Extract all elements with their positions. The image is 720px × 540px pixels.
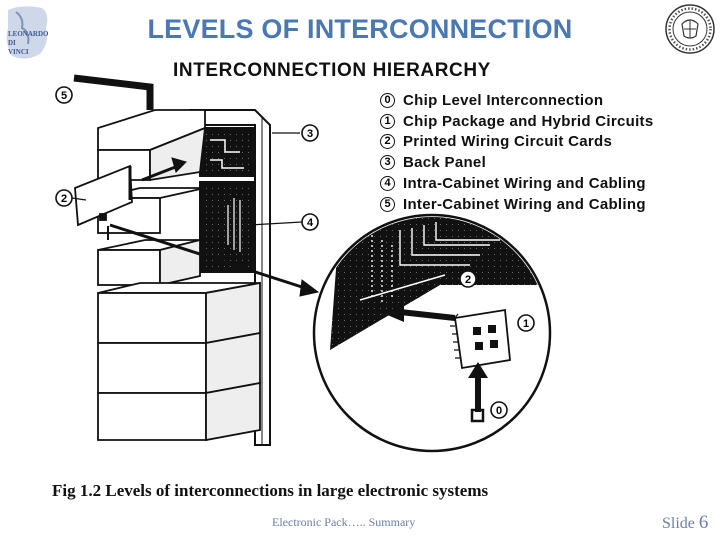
- legend-label: Chip Level Interconnection: [403, 91, 604, 109]
- slide-title: LEVELS OF INTERCONNECTION: [147, 14, 573, 44]
- legend-label: Chip Package and Hybrid Circuits: [403, 112, 654, 130]
- legend-label: Back Panel: [403, 153, 487, 171]
- svg-text:VINCI: VINCI: [8, 48, 29, 56]
- interconnection-diagram: 5 3 2 4 2 1 0: [55, 74, 552, 453]
- callout-2: 2: [61, 193, 67, 205]
- callout-5: 5: [61, 90, 67, 102]
- legend-label: Intra-Cabinet Wiring and Cabling: [403, 174, 646, 192]
- magnified-detail: [312, 213, 552, 453]
- legend-item-chip-package: 1 Chip Package and Hybrid Circuits: [380, 111, 654, 131]
- legend-number: 1: [380, 113, 395, 129]
- figure-caption: Fig 1.2 Levels of interconnections in la…: [52, 481, 489, 500]
- university-seal: [665, 4, 715, 54]
- legend-item-printed-wiring: 2 Printed Wiring Circuit Cards: [380, 131, 612, 151]
- callout-3: 3: [307, 128, 313, 140]
- circuit-card: [74, 164, 133, 227]
- slide-label: Slide: [662, 515, 695, 532]
- legend-item-back-panel: 3 Back Panel: [380, 152, 486, 172]
- legend-number: 2: [380, 133, 395, 149]
- inter-cabinet-cable: [73, 74, 154, 110]
- legend-number: 5: [380, 196, 395, 212]
- university-logo-left: LEONARDO DI VINCI: [6, 6, 49, 59]
- callout-1: 1: [523, 318, 529, 330]
- legend-number: 4: [380, 175, 395, 191]
- slide-number-value: 6: [698, 512, 709, 533]
- svg-text:DI: DI: [8, 39, 16, 47]
- legend-item-inter-cabinet: 5 Inter-Cabinet Wiring and Cabling: [380, 194, 646, 214]
- legend-label: Inter-Cabinet Wiring and Cabling: [403, 195, 646, 213]
- insertion-arrows: [107, 157, 320, 297]
- callout-circles: 5 3 2 4 2 1 0: [55, 86, 535, 419]
- diagram-heading: INTERCONNECTION HIERARCHY: [173, 60, 491, 81]
- callout-2-detail: 2: [465, 274, 471, 286]
- legend-item-intra-cabinet: 4 Intra-Cabinet Wiring and Cabling: [380, 173, 646, 193]
- callout-0: 0: [496, 405, 502, 417]
- legend-number: 0: [380, 92, 395, 108]
- callout-lines: [71, 132, 303, 226]
- legend-number: 3: [380, 154, 395, 170]
- svg-text:LEONARDO: LEONARDO: [8, 30, 49, 38]
- legend-label: Printed Wiring Circuit Cards: [403, 132, 613, 150]
- slide-footer: Electronic Pack….. Summary: [272, 515, 416, 529]
- legend-item-chip-level: 0 Chip Level Interconnection: [380, 90, 603, 110]
- slide-number: Slide 6: [662, 512, 708, 534]
- cabinet-frame: [189, 109, 271, 446]
- callout-4: 4: [307, 217, 314, 229]
